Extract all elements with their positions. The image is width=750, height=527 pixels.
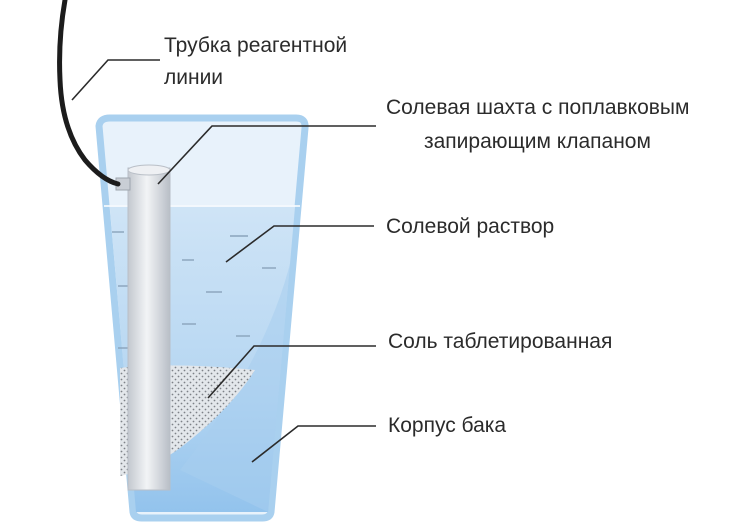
salt-label: Соль таблетированная [388, 330, 612, 353]
salt-shaft-label-line1: Солевая шахта с поплавковым [386, 96, 689, 119]
shaft-cap [127, 164, 171, 176]
brine-label: Солевой раствор [386, 215, 554, 238]
tank-wall-shade [180, 205, 300, 512]
reagent-tube-label-line1: Трубка реагентной [164, 34, 347, 57]
tank-body-leader [251, 425, 376, 463]
salt-shaft [115, 164, 171, 491]
salt-leader [207, 345, 376, 399]
reagent-tube-leader [71, 59, 160, 101]
brine-ripples [112, 231, 276, 349]
salt-shaft-leader [157, 125, 376, 185]
reagent-tube-label-line2: линии [164, 66, 223, 89]
brine-leader [225, 225, 374, 263]
salt-shaft-label-line2: запирающим клапаном [424, 130, 651, 153]
tank-body-label: Корпус бака [388, 414, 506, 437]
reagent-tube [57, 0, 121, 187]
